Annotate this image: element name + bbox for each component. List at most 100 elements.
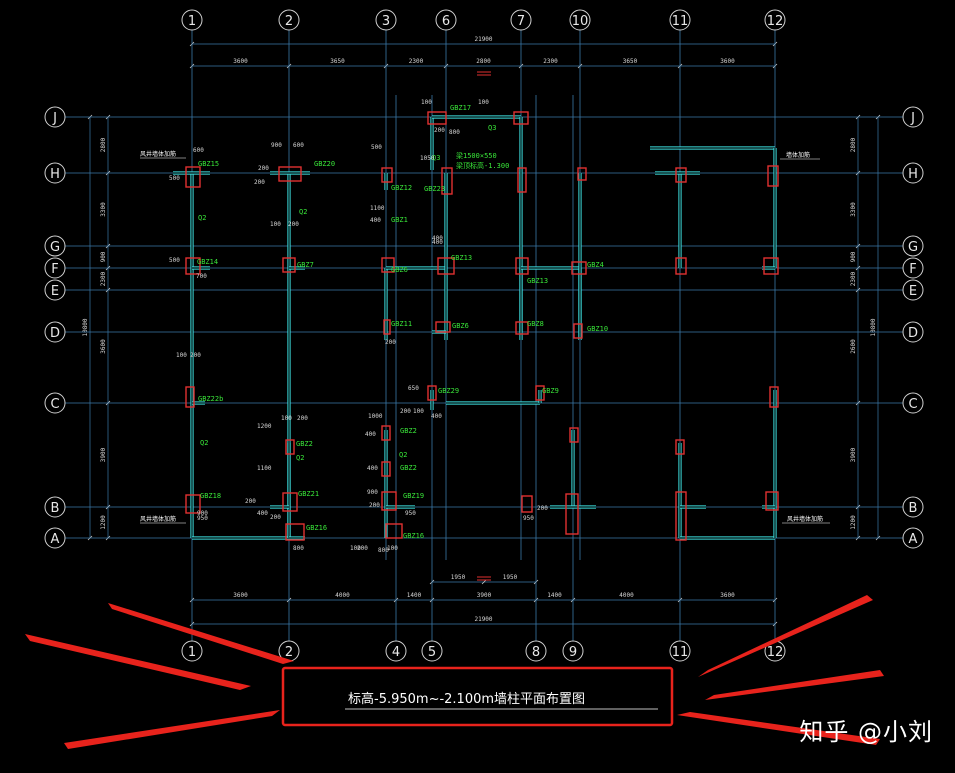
red-arrow bbox=[25, 634, 251, 690]
dim-top-label: 2300 bbox=[543, 58, 558, 65]
column-tag: GBZ4 bbox=[587, 261, 604, 269]
detail-dim: 200 bbox=[254, 179, 265, 186]
detail-dim: 200 bbox=[357, 545, 368, 552]
axis-bubble bbox=[181, 9, 203, 31]
dim-right-label: 2600 bbox=[850, 339, 857, 354]
detail-dim: 950 bbox=[197, 515, 208, 522]
axis-bubble bbox=[902, 162, 924, 184]
column-tag: GBZ11 bbox=[391, 320, 412, 328]
axis-bubble bbox=[569, 9, 591, 31]
axis-label: J bbox=[910, 111, 915, 126]
column bbox=[185, 386, 195, 408]
axis-bubble bbox=[902, 235, 924, 257]
note-right-bottom: 风井墙体加筋 bbox=[787, 515, 823, 523]
column-tag: Q3 bbox=[488, 124, 496, 132]
axis-label: 5 bbox=[428, 645, 436, 660]
dim-right-label: 3300 bbox=[850, 202, 857, 217]
dim-bottom-label: 3600 bbox=[233, 592, 248, 599]
note-left-top: 风井墙体加筋 bbox=[140, 150, 176, 158]
axis-bubble bbox=[902, 321, 924, 343]
caption-box bbox=[281, 666, 674, 727]
dim-right-label: 2800 bbox=[850, 137, 857, 152]
dim-bottom-label: 1400 bbox=[407, 592, 422, 599]
axis-label: 9 bbox=[569, 645, 577, 660]
axis-label: A bbox=[909, 532, 918, 547]
detail-dim: 200 bbox=[190, 352, 201, 359]
detail-dim: 1200 bbox=[257, 423, 272, 430]
column bbox=[569, 427, 579, 443]
column-tag: GBZ16 bbox=[403, 532, 424, 540]
axis-bubble bbox=[902, 279, 924, 301]
axis-label: H bbox=[50, 167, 60, 182]
detail-dim: 200 bbox=[385, 339, 396, 346]
detail-dim: 400 bbox=[431, 413, 442, 420]
axis-label: 12 bbox=[767, 14, 784, 29]
axis-label: H bbox=[908, 167, 918, 182]
dim-left-label: 2300 bbox=[100, 271, 107, 286]
dim-bottom-label: 1400 bbox=[547, 592, 562, 599]
column-tag: Q2 bbox=[399, 451, 407, 459]
column bbox=[517, 167, 527, 193]
column bbox=[278, 166, 302, 182]
detail-dim: 800 bbox=[449, 129, 460, 136]
column bbox=[185, 166, 201, 188]
dim-top-label: 3650 bbox=[330, 58, 345, 65]
column-tag: GBZ13 bbox=[527, 277, 548, 285]
detail-dim: 200 bbox=[245, 498, 256, 505]
column-tag: GBZ13 bbox=[451, 254, 472, 262]
axis-bubble bbox=[44, 496, 66, 518]
axis-bubble bbox=[435, 9, 457, 31]
note-left-bottom: 风井墙体加筋 bbox=[140, 515, 176, 523]
detail-dim: 500 bbox=[169, 257, 180, 264]
axis-label: 11 bbox=[672, 14, 689, 29]
detail-dim: 200 bbox=[369, 502, 380, 509]
axis-bubble bbox=[278, 9, 300, 31]
column-tag: GBZ16 bbox=[306, 524, 327, 532]
column-tag: GBZ10 bbox=[587, 325, 608, 333]
column-tag: GBZ17 bbox=[450, 104, 471, 112]
axis-label: 10 bbox=[572, 14, 589, 29]
axis-label: C bbox=[50, 397, 59, 412]
dim-right-label: 1200 bbox=[850, 515, 857, 530]
column bbox=[427, 111, 447, 125]
axis-label: G bbox=[50, 240, 60, 255]
dim-right-label: 900 bbox=[850, 251, 857, 262]
red-arrow bbox=[108, 603, 294, 664]
dim-left-label: 1200 bbox=[100, 515, 107, 530]
axis-bubble bbox=[764, 9, 786, 31]
column bbox=[381, 461, 391, 477]
column bbox=[675, 491, 687, 541]
red-arrow bbox=[698, 595, 873, 677]
walls bbox=[173, 115, 777, 540]
column bbox=[515, 321, 529, 335]
column bbox=[573, 323, 583, 339]
detail-dim: 400 bbox=[257, 510, 268, 517]
column bbox=[427, 385, 437, 401]
dim-top-label: 3600 bbox=[233, 58, 248, 65]
detail-dim: 100 bbox=[176, 352, 187, 359]
detail-dim: 500 bbox=[169, 175, 180, 182]
axis-bubble bbox=[44, 106, 66, 128]
detail-dim: 100 bbox=[387, 545, 398, 552]
axis-bubble bbox=[510, 9, 532, 31]
detail-dim: 600 bbox=[193, 147, 204, 154]
axis-label: B bbox=[909, 501, 918, 516]
column-tag: GBZ1 bbox=[391, 216, 408, 224]
axis-bubble bbox=[902, 106, 924, 128]
detail-dim: 200 bbox=[297, 415, 308, 422]
dim-left-label: 3900 bbox=[100, 447, 107, 462]
axis-label: 12 bbox=[767, 645, 784, 660]
axis-label: 1 bbox=[188, 645, 196, 660]
detail-dim: 100 bbox=[413, 408, 424, 415]
column bbox=[515, 257, 529, 275]
dim-bottom-extra-label: 1950 bbox=[451, 574, 466, 581]
column-tag: GBZ21 bbox=[298, 490, 319, 498]
axis-bubble bbox=[902, 527, 924, 549]
column bbox=[441, 167, 453, 195]
column bbox=[675, 257, 687, 275]
dim-bottom-extra-label: 1950 bbox=[503, 574, 518, 581]
axis-label: 1 bbox=[188, 14, 196, 29]
beam-elevation-note: 梁顶标高-1.300 bbox=[456, 161, 509, 170]
